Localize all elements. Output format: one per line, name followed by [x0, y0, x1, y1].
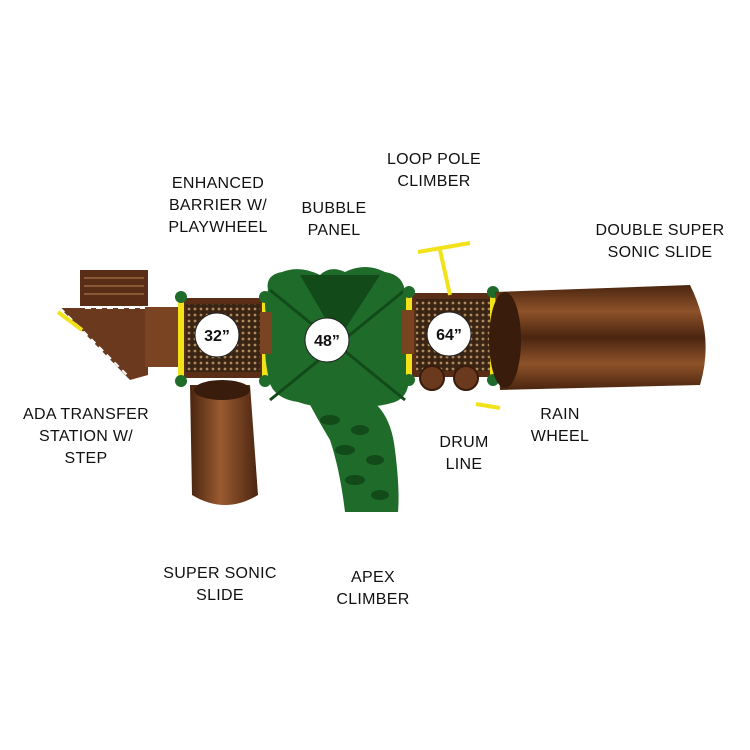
label-drum-line: DRUM LINE	[439, 434, 489, 473]
double-super-sonic-slide	[489, 285, 706, 390]
drum-line	[419, 365, 479, 391]
label-bubble-panel: BUBBLE PANEL	[301, 200, 367, 239]
deck-64: 64”	[403, 286, 499, 386]
bridge-right	[402, 310, 414, 354]
label-super-sonic-slide: SUPER SONIC SLIDE	[163, 565, 277, 604]
deck-64-label: 64”	[436, 327, 462, 344]
label-apex-climber: APEX CLIMBER	[336, 569, 410, 608]
label-rain-wheel: RAIN WHEEL	[530, 406, 590, 445]
label-enhanced-barrier: ENHANCED BARRIER W/ PLAYWHEEL	[168, 175, 268, 236]
label-ada-transfer-station: ADA TRANSFER STATION W/ STEP	[23, 406, 149, 467]
label-double-super-sonic-slide: DOUBLE SUPER SONIC SLIDE	[595, 222, 725, 261]
loop-pole-climber	[417, 241, 471, 296]
deck-32: 32”	[175, 291, 271, 387]
deck-48: 48”	[265, 267, 411, 407]
rain-wheel	[475, 402, 501, 410]
deck-48-label: 48”	[314, 333, 340, 350]
apex-climber	[305, 392, 399, 512]
label-loop-pole-climber: LOOP POLE CLIMBER	[386, 151, 481, 190]
ada-transfer-station	[56, 270, 183, 380]
super-sonic-slide	[190, 380, 258, 505]
deck-32-label: 32”	[204, 328, 230, 345]
bridge-left	[260, 312, 272, 354]
